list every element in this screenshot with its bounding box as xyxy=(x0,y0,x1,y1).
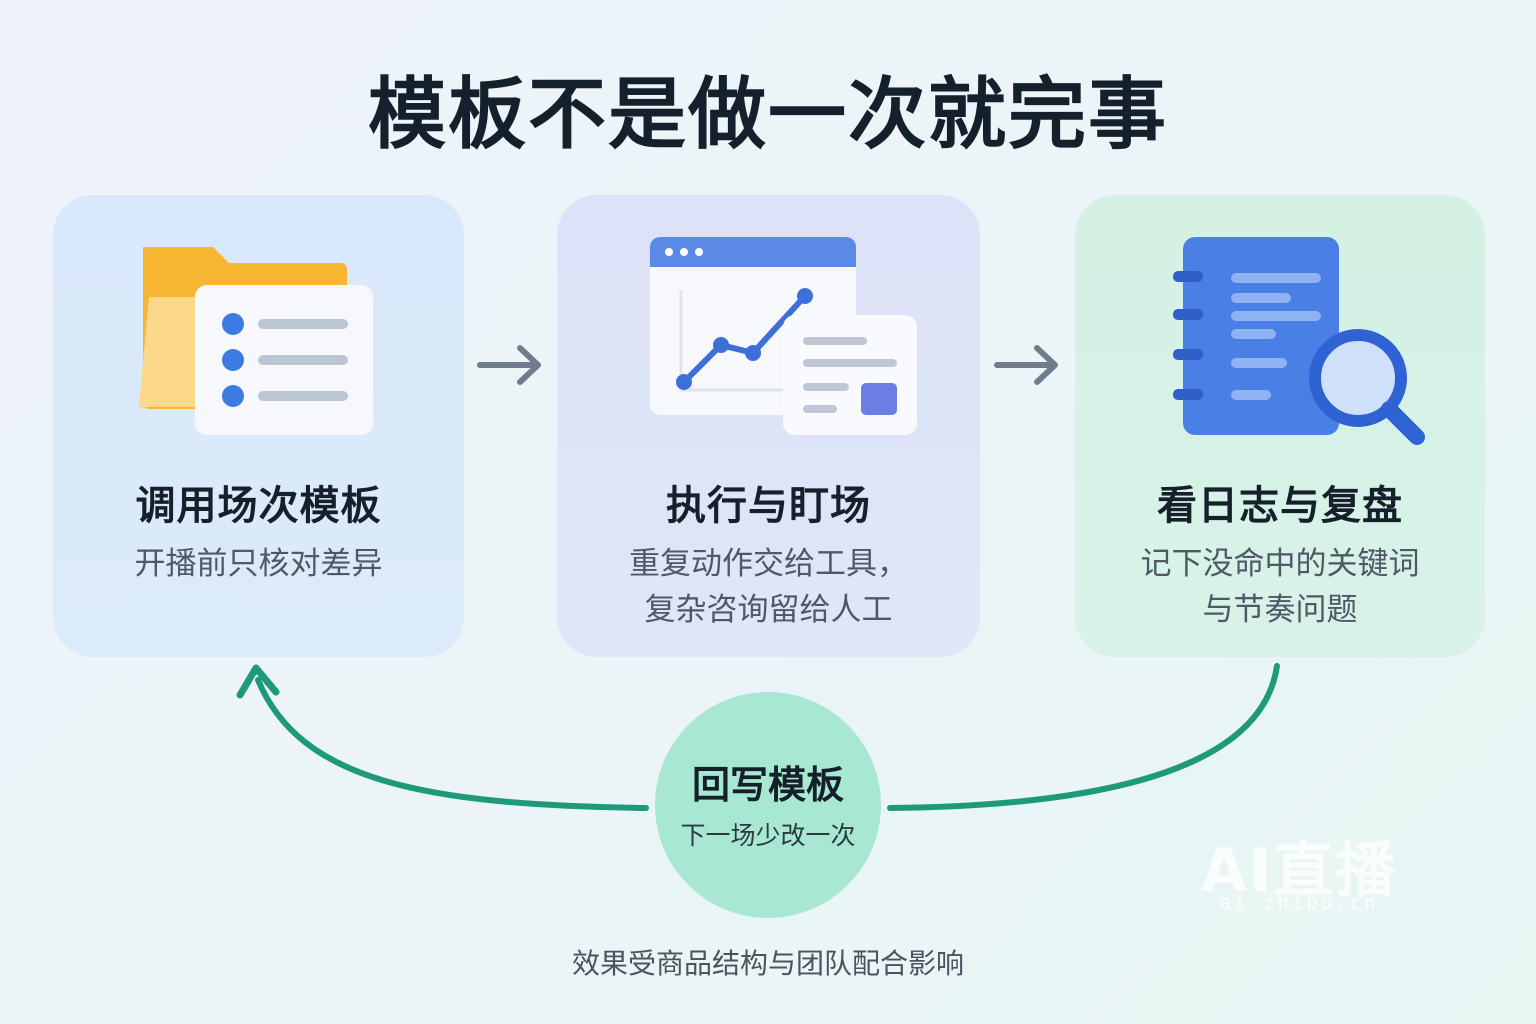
step-description-line: 记下没命中的关键词 xyxy=(1140,546,1420,582)
watermark-brand: AI直播 xyxy=(1200,836,1398,906)
loop-title: 回写模板 xyxy=(691,763,844,807)
arrow-right-icon xyxy=(477,345,541,385)
dashboard-chart-icon xyxy=(650,237,917,435)
step-description-line: 重复动作交给工具， xyxy=(629,546,908,582)
watermark-url: ai-zhibo.cn xyxy=(1219,892,1379,914)
watermark-logo: AI直播 ai-zhibo.cn xyxy=(1198,822,1400,918)
step-title: 执行与盯场 xyxy=(666,483,871,529)
step-description: 记下没命中的关键词 与节奏问题 xyxy=(1075,541,1485,633)
page-title: 模板不是做一次就完事 xyxy=(367,70,1168,160)
arrow-right-icon xyxy=(994,345,1058,385)
step-title: 看日志与复盘 xyxy=(1157,483,1403,529)
footnote: 效果受商品结构与团队配合影响 xyxy=(571,947,964,980)
step-description-line: 复杂咨询留给人工 xyxy=(644,592,893,628)
notebook-search-icon xyxy=(1173,237,1425,445)
step-title: 调用场次模板 xyxy=(135,483,382,529)
step-card-execute: 执行与盯场 重复动作交给工具， 复杂咨询留给人工 xyxy=(557,195,980,657)
folder-list-icon xyxy=(139,247,373,435)
step-description: 开播前只核对差异 xyxy=(53,541,464,587)
step-description: 重复动作交给工具， 复杂咨询留给人工 xyxy=(557,541,980,633)
step-card-template: 调用场次模板 开播前只核对差异 xyxy=(53,195,464,657)
loop-subtitle: 下一场少改一次 xyxy=(680,821,856,850)
loop-node: 回写模板 下一场少改一次 xyxy=(655,692,881,918)
step-description-line: 开播前只核对差异 xyxy=(134,546,383,582)
step-card-review: 看日志与复盘 记下没命中的关键词 与节奏问题 xyxy=(1075,195,1485,657)
step-description-line: 与节奏问题 xyxy=(1202,592,1358,628)
